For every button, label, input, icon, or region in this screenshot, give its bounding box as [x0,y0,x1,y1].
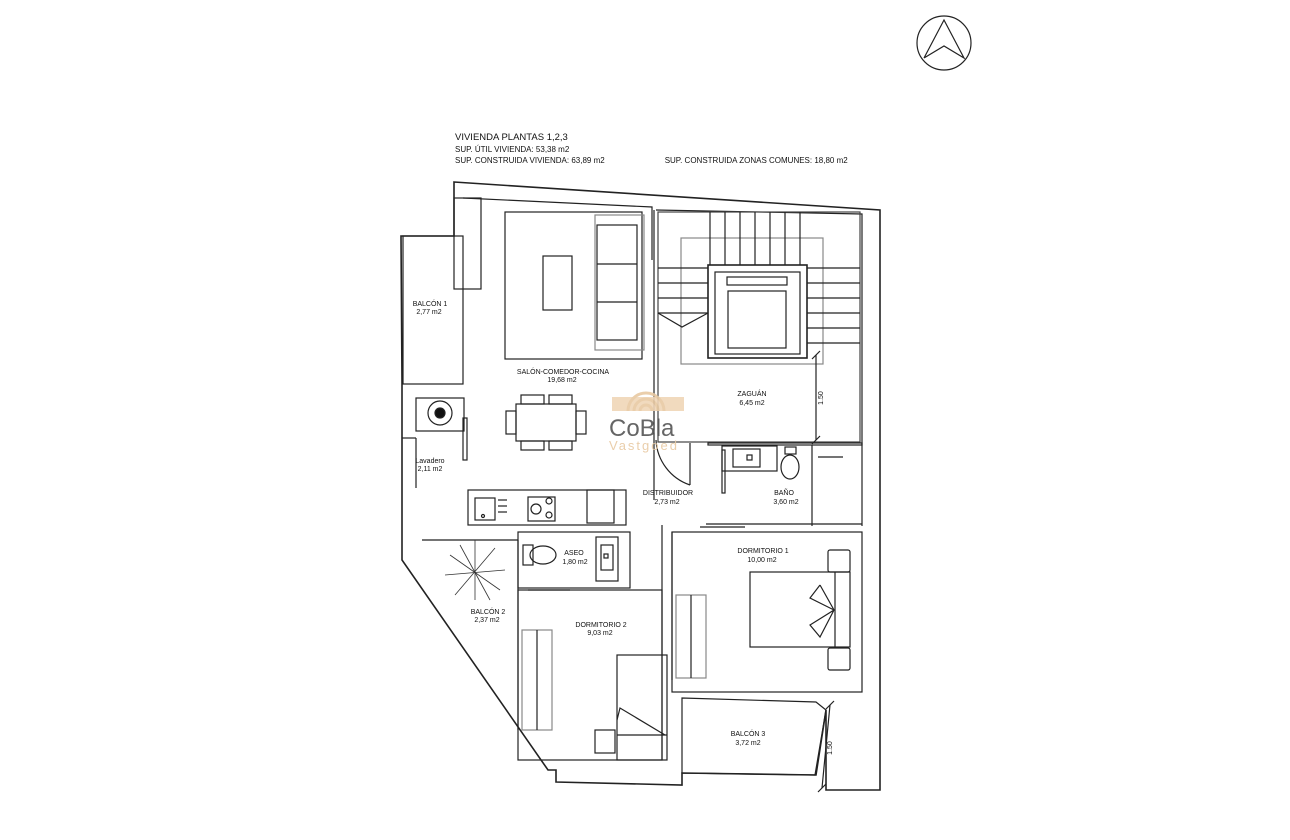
distribuidor-name: DISTRIBUIDOR [643,490,693,497]
zaguan-dimension: 1.50 [818,391,825,405]
usable-area: SUP. ÚTIL VIVIENDA: 53,38 m2 [455,145,570,154]
lavadero-name: Lavadero [415,458,444,465]
salon-name: SALÓN-COMEDOR-COCINA [517,367,610,376]
built-area-common: SUP. CONSTRUIDA ZONAS COMUNES: 18,80 m2 [664,156,848,165]
balcon1-area: 2,77 m2 [416,309,441,316]
aseo-name: ASEO [564,550,584,557]
distribuidor-area: 2,73 m2 [654,499,679,506]
watermark-logo: CoBla Vastgoed [609,391,684,453]
walls [400,181,881,793]
balcon2-name: BALCÓN 2 [471,607,506,616]
north-arrow-icon [916,15,972,71]
plan-title: VIVIENDA PLANTAS 1,2,3 [455,132,568,143]
balcon3-name: BALCÓN 3 [731,729,766,738]
bano-area: 3,60 m2 [773,499,798,506]
dormitorio1-name: DORMITORIO 1 [737,548,788,555]
dormitorio2-area: 9,03 m2 [587,630,612,637]
built-area-dwelling: SUP. CONSTRUIDA VIVIENDA: 63,89 m2 [455,156,605,165]
zaguan-area: 6,45 m2 [739,400,764,407]
built-areas: SUP. CONSTRUIDA VIVIENDA: 63,89 m2 SUP. C… [455,155,848,166]
zaguan-name: ZAGUÁN [737,389,766,398]
room-labels: BALCÓN 1 2,77 m2 SALÓN-COMEDOR-COCINA 19… [413,299,834,755]
balcon3-dimension: 1.50 [827,741,834,755]
balcon2-area: 2,37 m2 [474,617,499,624]
aseo-area: 1,80 m2 [562,559,587,566]
bano-name: BAÑO [774,488,794,497]
balcon1-name: BALCÓN 1 [413,299,448,308]
watermark-sub: Vastgoed [609,438,679,453]
dormitorio1-area: 10,00 m2 [747,557,776,564]
lavadero-area: 2,11 m2 [418,466,443,473]
salon-area: 19,68 m2 [547,377,576,384]
balcon3-area: 3,72 m2 [735,740,760,747]
watermark-brand: CoBla [609,415,675,442]
plan-header: VIVIENDA PLANTAS 1,2,3 SUP. ÚTIL VIVIEND… [455,131,848,166]
dormitorio2-name: DORMITORIO 2 [575,622,626,629]
